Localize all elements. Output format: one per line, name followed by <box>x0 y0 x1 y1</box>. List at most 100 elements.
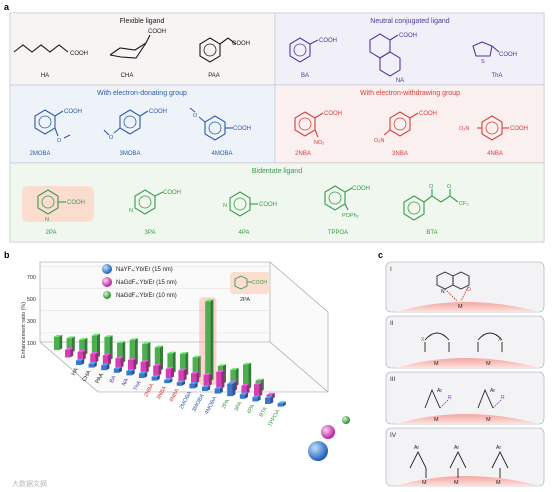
bar-side <box>259 382 263 397</box>
bar-ha-s2 <box>65 347 74 358</box>
bar-side <box>108 353 111 366</box>
mode-3-metal-right: M <box>486 417 491 423</box>
bar-side <box>93 361 97 368</box>
paa-cooh: COOH <box>232 41 250 47</box>
bar-top <box>101 363 110 366</box>
bar-top <box>66 336 75 339</box>
bar-2nba-s1 <box>151 374 160 381</box>
bar-front <box>202 386 208 391</box>
bar-top <box>239 392 248 395</box>
donating-group-title: With electron-donating group <box>97 90 187 97</box>
chart-bars <box>54 297 286 407</box>
bar-2nba-s2 <box>140 360 149 374</box>
bar-top <box>65 347 74 350</box>
bar-side <box>257 395 261 402</box>
bar-front <box>252 397 258 402</box>
bidentate-group-box <box>9 162 545 243</box>
sphere-pink <box>321 425 335 439</box>
tha-cooh: COOH <box>499 52 517 58</box>
mode-1-structure <box>436 271 470 302</box>
bar-na-s1 <box>126 369 135 376</box>
panel-c-label: c <box>378 250 383 260</box>
bar-front <box>154 347 160 371</box>
3moba-label: 3MOBA <box>119 151 140 157</box>
y-tick-500: 500 <box>27 297 36 303</box>
bar-front <box>176 382 182 386</box>
bar-side <box>82 349 86 361</box>
bar-side <box>119 366 122 373</box>
bar-side <box>59 334 63 350</box>
x-tick-tppoa: TPPOA <box>267 408 281 428</box>
mode-4-ar-3: Ar <box>496 445 501 451</box>
ha-label: HA <box>41 73 49 79</box>
flexible-group-title: Flexible ligand <box>120 18 165 25</box>
2pa-nitrogen: N <box>45 217 49 223</box>
surface-2 <box>395 358 540 368</box>
sphere-green <box>342 416 350 424</box>
mode-1-nitrogen: N <box>441 289 445 295</box>
bar-front <box>178 370 184 381</box>
bar-side <box>219 386 223 394</box>
4moba-oxygen: O <box>193 113 198 119</box>
mode-3-ar-left: Ar <box>437 388 442 394</box>
bar-top <box>79 337 88 340</box>
4nba-label: 4NBA <box>487 151 503 157</box>
bar-front <box>153 365 159 376</box>
bar-top <box>90 352 99 354</box>
2pa-label: 2PA <box>46 230 57 236</box>
bar-top <box>214 386 223 389</box>
cha-cooh: COOH <box>148 29 166 35</box>
3nba-structure <box>383 111 419 137</box>
bar-na-s2 <box>115 356 124 368</box>
bar-top <box>91 333 100 336</box>
tppoa-pph2: POPh₂ <box>342 213 359 219</box>
bar-ha-s3 <box>54 334 63 350</box>
bar-top <box>203 373 212 375</box>
bar-front <box>192 357 198 379</box>
tha-structure <box>472 41 500 57</box>
bar-top <box>153 363 162 366</box>
na-structure <box>369 33 401 77</box>
bar-top <box>167 351 176 354</box>
bar-side <box>196 371 200 384</box>
panel-a-label: a <box>4 2 10 12</box>
x-tick-2moba: 2MOBA <box>179 390 193 410</box>
bar-side <box>248 362 252 389</box>
na-label: NA <box>396 78 404 84</box>
bar-top <box>117 341 126 343</box>
mode-4-ar-1: Ar <box>414 445 419 451</box>
bar-front <box>104 337 110 361</box>
bar-top <box>216 370 225 373</box>
mode-label-3: III <box>390 376 396 383</box>
tha-label: ThA <box>491 73 502 79</box>
3pa-structure <box>134 189 164 215</box>
mode-4-metal-3: M <box>496 480 501 486</box>
bar-front <box>241 385 247 394</box>
mode-4-structure <box>409 450 509 478</box>
bar-side <box>282 401 286 407</box>
x-tick-ha: HA <box>71 367 80 377</box>
mode-2-structure <box>424 332 503 352</box>
bar-ba-s1 <box>113 366 122 373</box>
surface-1 <box>395 302 540 312</box>
ha-structure <box>13 44 69 53</box>
bar-front <box>189 383 195 389</box>
4moba-cooh: COOH <box>233 126 251 132</box>
4nba-o2n: O₂N <box>459 126 469 132</box>
bar-side <box>221 370 225 389</box>
3nba-o2n: O₂N <box>374 138 384 144</box>
bar-front <box>254 384 260 397</box>
bar-top <box>265 396 274 398</box>
bar-tppoa-s1 <box>277 401 286 407</box>
bar-2moba-s2 <box>178 368 187 381</box>
legend-marker-nagdf4-15 <box>102 277 112 287</box>
mode-4-metal-2: M <box>454 480 459 486</box>
bar-front <box>91 335 97 358</box>
4pa-structure <box>229 191 258 217</box>
bar-front <box>140 361 146 374</box>
bar-front <box>214 388 220 394</box>
x-tick-3moba: 3MOBA <box>191 393 205 413</box>
bar-4nba-s1 <box>176 380 185 386</box>
3moba-cooh: COOH <box>149 109 167 115</box>
